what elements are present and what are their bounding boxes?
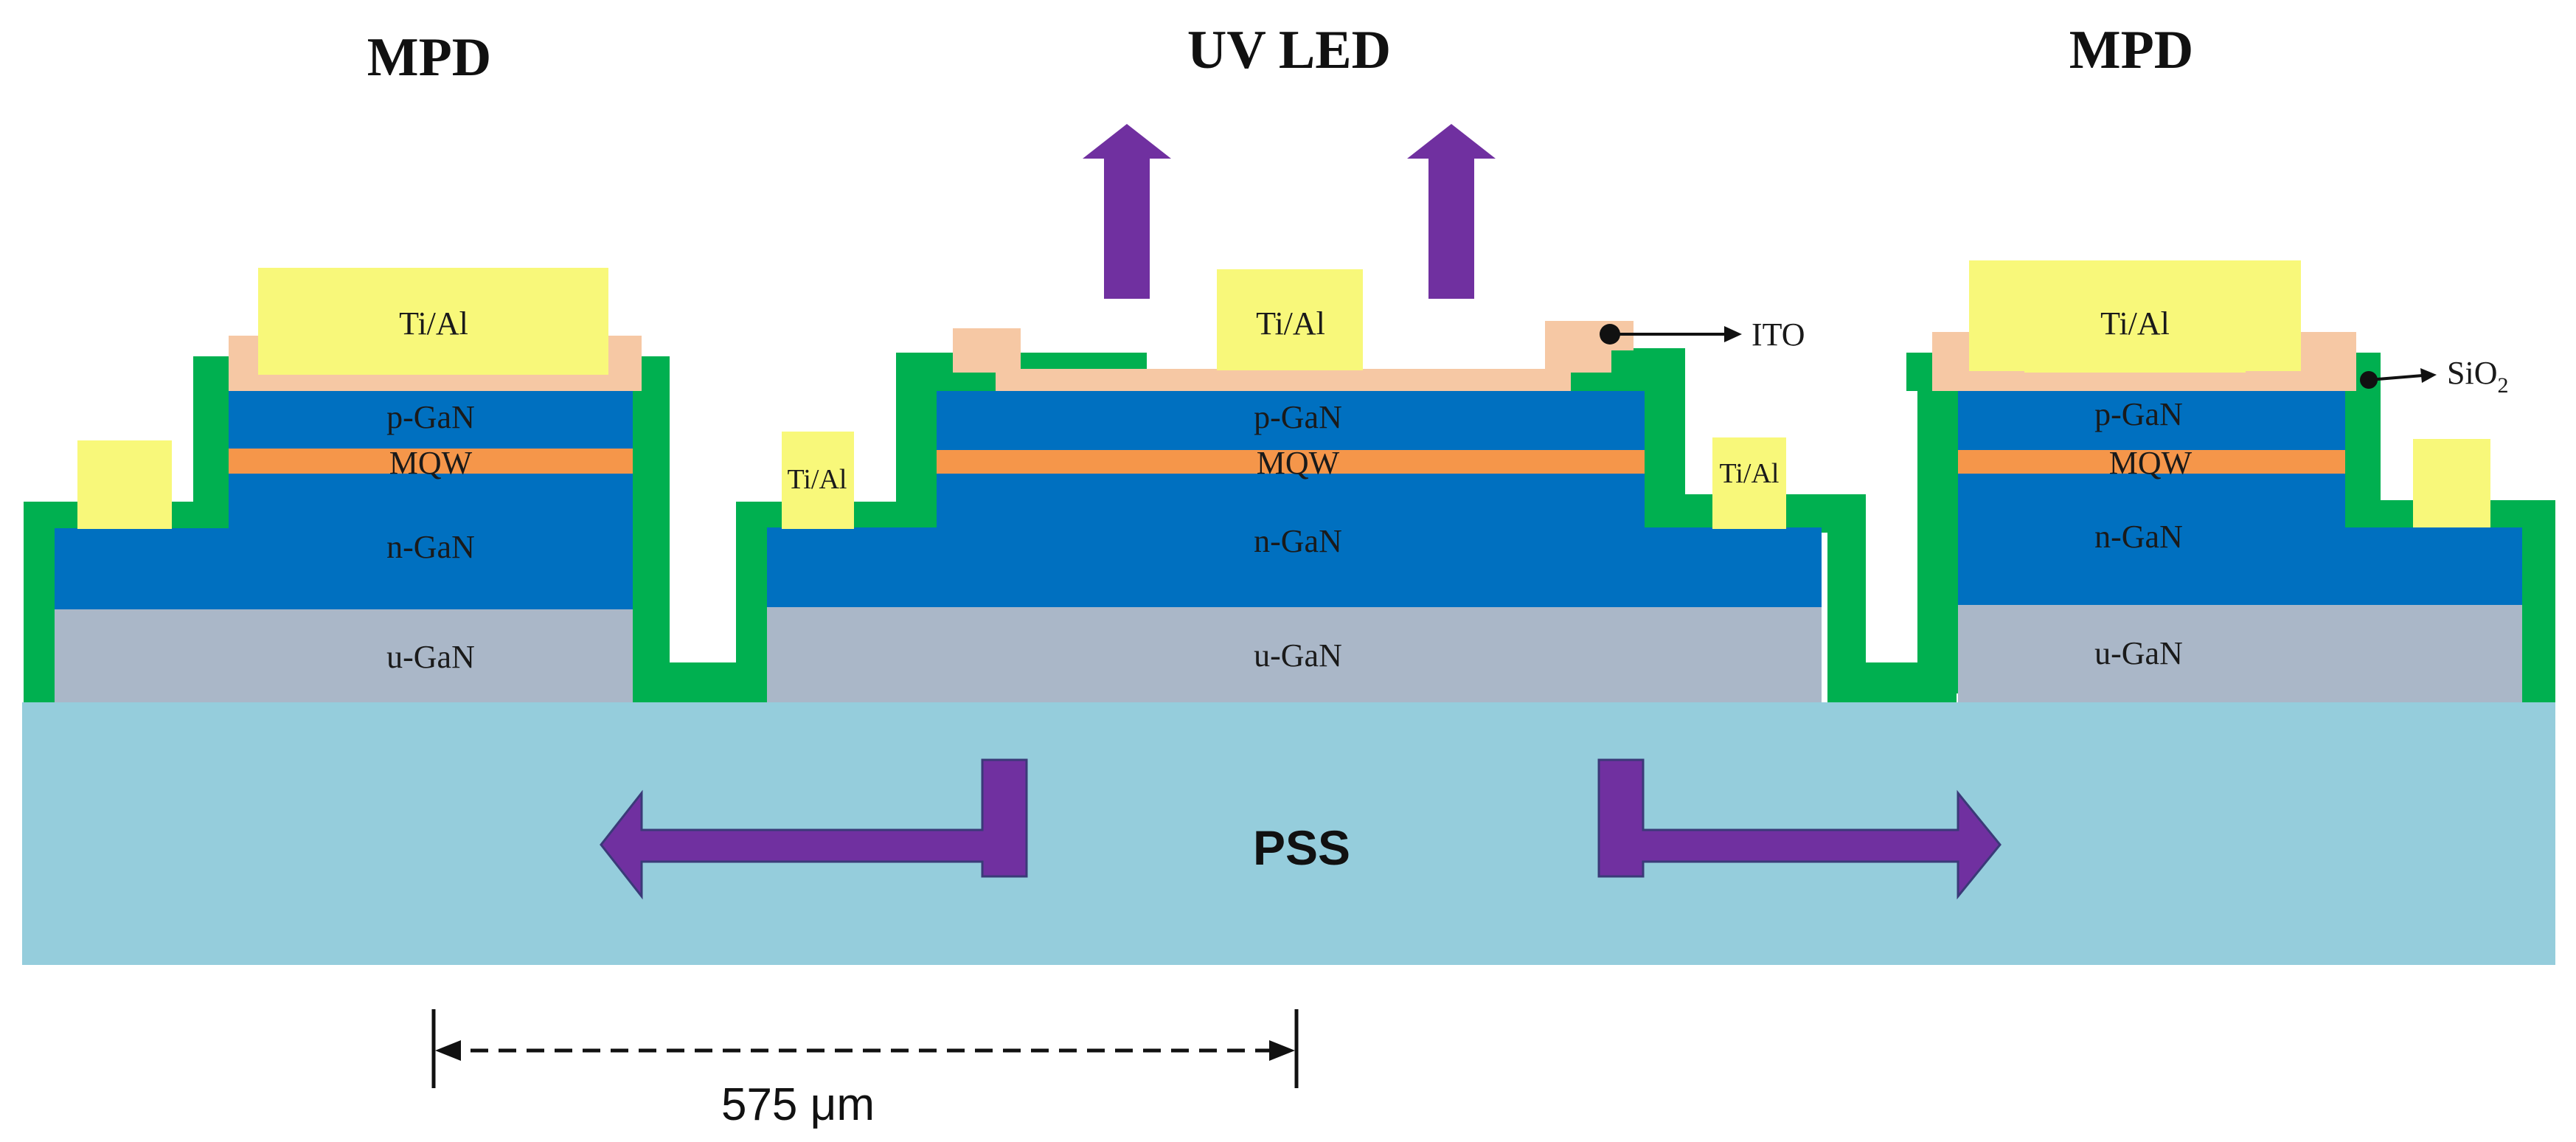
right-p-gan [1958,391,2345,450]
center-p-gan-label: p-GaN [1254,399,1342,435]
center-led-title: UV LED [1187,20,1391,80]
center-u-gan [767,603,1822,702]
left-u-gan [55,606,633,702]
left-n-gan-lower [55,528,633,609]
center-n-gan-lower [767,527,1822,607]
pss-substrate [22,702,2555,965]
sio2-callout: SiO2 [2360,355,2508,398]
center-mqw [937,448,1645,474]
right-contact-label: Ti/Al [2100,305,2170,342]
left-mpd-mesa [55,268,642,702]
center-u-gan-label: u-GaN [1254,637,1342,674]
center-ito-left-pad [953,328,1021,373]
center-right-contact-label: Ti/Al [1720,458,1780,489]
center-contact-label: Ti/Al [1256,305,1325,342]
right-n-gan-upper [1958,472,2345,531]
sio2-label: SiO2 [2447,355,2508,398]
right-side-contact [2413,439,2490,527]
left-n-gan-upper [229,472,633,531]
left-contact-label: Ti/Al [399,305,468,342]
lateral-light-arrows [600,758,2002,900]
right-lateral-arrow [1597,758,2002,900]
right-u-gan [1958,601,2522,702]
left-top-contact-stem [324,336,569,373]
right-mpd-title: MPD [2069,20,2194,80]
uv-emission-arrows [1083,124,1496,299]
right-mpd-mesa [1932,260,2522,702]
left-mqw [229,448,633,474]
right-mqw [1958,448,2345,474]
left-u-gan-label: u-GaN [386,639,475,675]
left-p-gan-label: p-GaN [386,399,475,435]
center-mqw-label: MQW [1257,445,1340,481]
left-n-gan-label: n-GaN [386,529,475,565]
center-ito-layer [996,369,1571,391]
left-p-gan [229,391,633,449]
center-n-gan-label: n-GaN [1254,523,1342,559]
left-lateral-arrow [600,758,1028,900]
ito-callout: ITO [1600,316,1805,353]
right-p-gan-label: p-GaN [2094,396,2183,432]
left-mpd-title: MPD [367,27,492,88]
up-arrow-left [1083,124,1171,299]
pss-label: PSS [1253,820,1350,875]
center-right-contact [1712,437,1786,529]
right-u-gan-label: u-GaN [2094,635,2183,671]
left-mqw-label: MQW [389,445,473,481]
center-p-gan [937,391,1645,450]
scale-bar-label: 575 μm [721,1079,875,1130]
center-top-contact [1217,269,1363,370]
scale-bar-arrow-left [435,1040,461,1061]
left-side-contact [77,440,172,529]
ito-label: ITO [1752,316,1805,353]
right-n-gan-label: n-GaN [2094,519,2183,555]
up-arrow-right [1407,124,1496,299]
scale-bar [431,1009,1299,1088]
scale-bar-arrow-right [1269,1040,1295,1061]
center-left-contact [782,432,854,529]
right-mqw-label: MQW [2109,445,2193,481]
right-top-contact-stem [2024,332,2246,373]
right-n-gan-lower [1958,527,2522,605]
center-n-gan-upper [937,472,1645,531]
center-left-contact-label: Ti/Al [788,464,847,495]
center-led-mesa [767,269,1822,702]
